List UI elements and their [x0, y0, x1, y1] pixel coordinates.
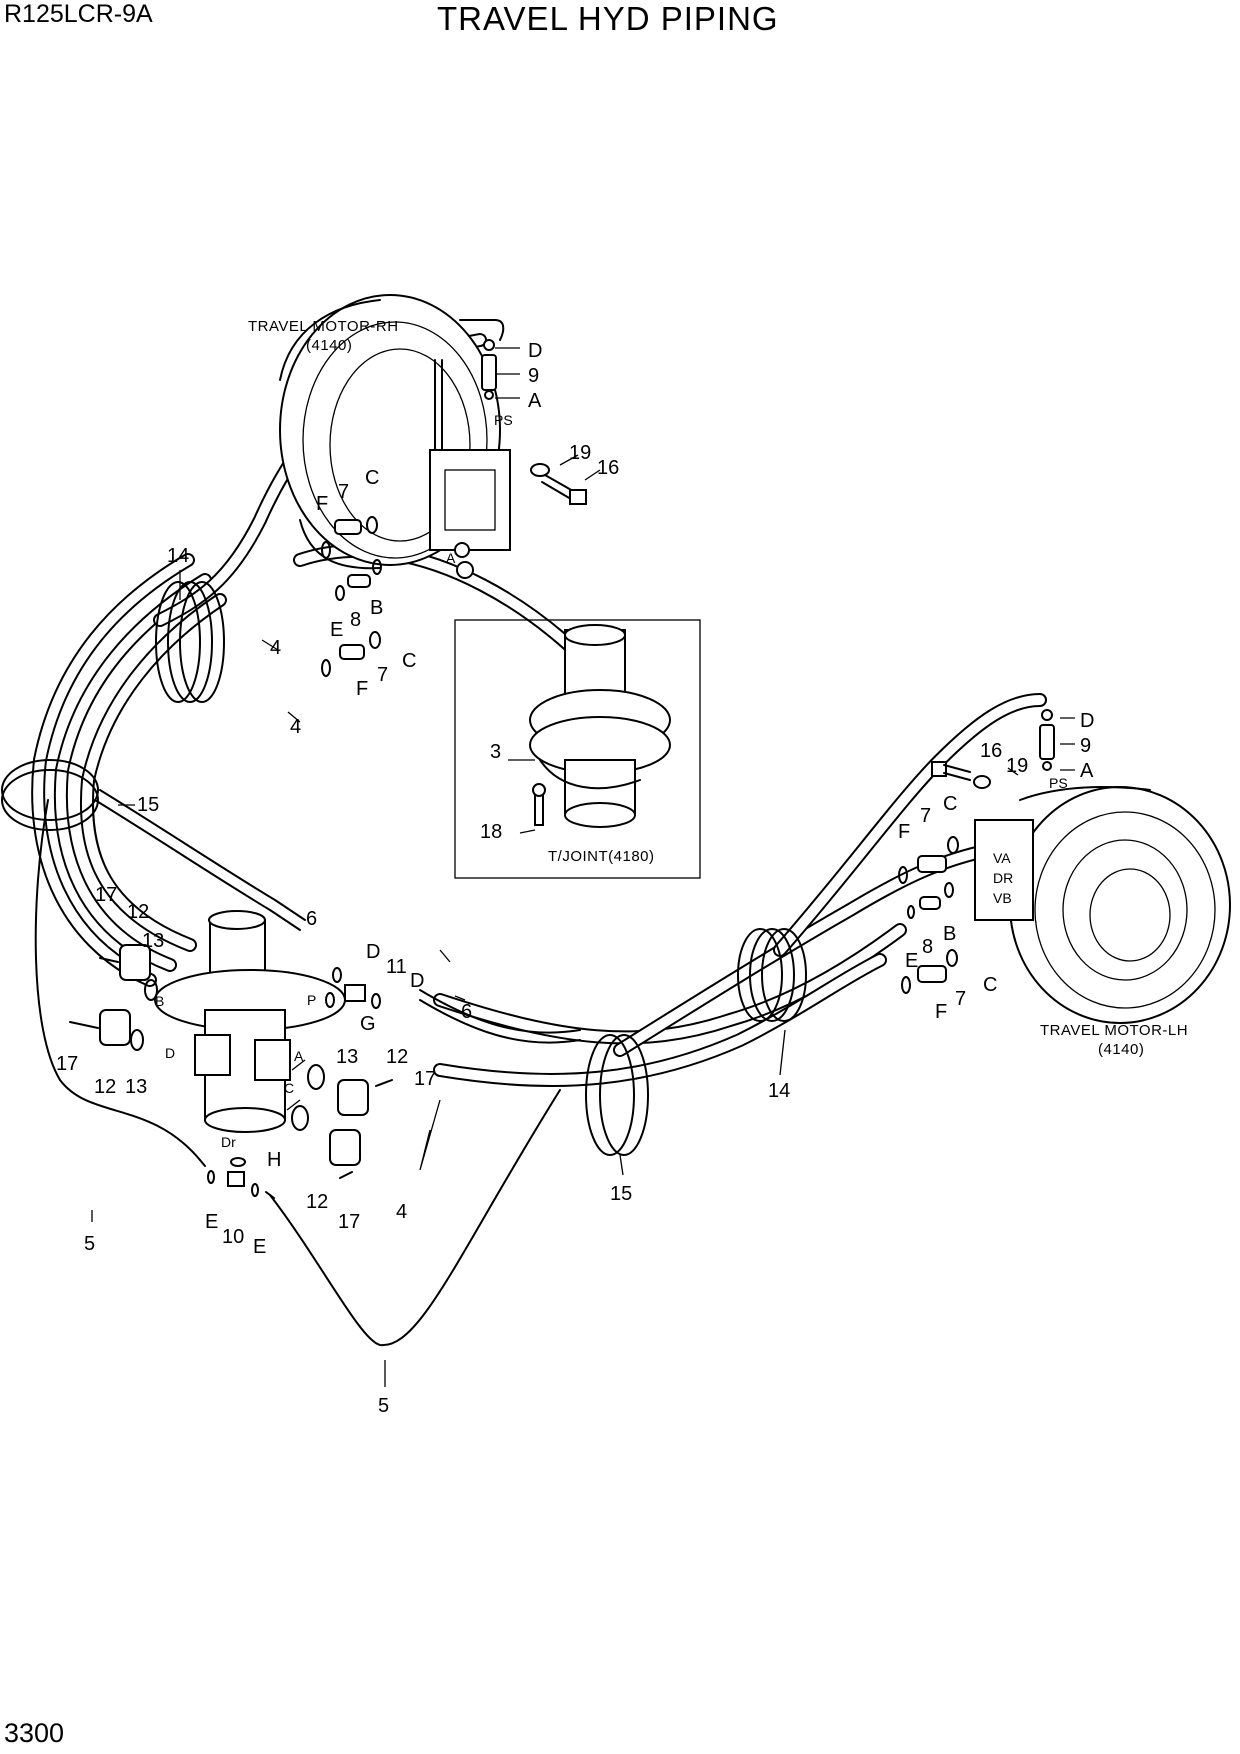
- callout-A: A: [1080, 760, 1094, 782]
- callout-G: G: [360, 1013, 376, 1035]
- travel-motor-lh: [898, 709, 1231, 1024]
- leader-lines: [91, 347, 1075, 1387]
- port-mark-a: A: [294, 1048, 304, 1064]
- drain-hose-5: [34, 799, 561, 1347]
- page-number: 3300: [4, 1718, 65, 1748]
- callout-B: B: [370, 597, 383, 619]
- callout-7: 7: [338, 481, 349, 503]
- callout-13: 13: [336, 1046, 358, 1068]
- tjoint-inset: [454, 619, 701, 879]
- callout-11: 11: [386, 956, 407, 978]
- callout-3: 3: [490, 741, 501, 763]
- callout-H: H: [267, 1149, 281, 1171]
- caption-travel-motor-rh-ref: (4140): [306, 337, 352, 354]
- port-mark-b: B: [155, 993, 164, 1009]
- callout-6: 6: [306, 908, 317, 930]
- caption-travel-motor-lh-ref: (4140): [1098, 1041, 1144, 1058]
- callout-17: 17: [56, 1053, 78, 1075]
- caption-travel-motor-lh: TRAVEL MOTOR-LH: [1040, 1022, 1188, 1039]
- callout-10: 10: [222, 1226, 244, 1248]
- clamp-band-15-left: [1, 759, 99, 831]
- callout-19: 19: [569, 442, 591, 464]
- model-number: R125LCR-9A: [4, 0, 153, 28]
- callout-4: 4: [396, 1201, 407, 1223]
- callout-8: 8: [922, 936, 933, 958]
- callout-D: D: [410, 970, 424, 992]
- callout-16: 16: [597, 457, 619, 479]
- callout-F: F: [935, 1001, 947, 1023]
- callout-9: 9: [528, 365, 539, 387]
- center-swivel-joint: [69, 910, 393, 1197]
- port-mark-lh-va: VA: [993, 850, 1011, 866]
- callout-19: 19: [1006, 755, 1028, 777]
- callout-12: 12: [386, 1046, 408, 1068]
- clamp-band-14-lh: [737, 928, 807, 1022]
- callout-8: 8: [350, 609, 361, 631]
- callout-4: 4: [270, 637, 281, 659]
- callout-labels: D 9 A 19 16 F 7 C 14 E 8 B 4 C 7 F 4 3 1…: [56, 340, 1094, 1417]
- callout-E: E: [330, 619, 343, 641]
- callout-17: 17: [95, 884, 117, 906]
- callout-7: 7: [920, 805, 931, 827]
- callout-15: 15: [610, 1183, 632, 1205]
- callout-14: 14: [167, 545, 189, 567]
- callout-5: 5: [84, 1233, 95, 1255]
- caption-travel-motor-rh: TRAVEL MOTOR-RH: [248, 318, 399, 335]
- callout-C: C: [983, 974, 997, 996]
- callout-F: F: [356, 678, 368, 700]
- callout-E: E: [905, 950, 918, 972]
- callout-D: D: [366, 941, 380, 963]
- callout-D: D: [528, 340, 542, 362]
- callout-F: F: [898, 821, 910, 843]
- callout-7: 7: [377, 664, 388, 686]
- port-mark-c: C: [284, 1080, 294, 1096]
- callout-E: E: [253, 1236, 266, 1258]
- callout-14: 14: [768, 1080, 790, 1102]
- callout-E: E: [205, 1211, 218, 1233]
- callout-13: 13: [125, 1076, 147, 1098]
- port-mark-p: P: [307, 992, 316, 1008]
- callout-6: 6: [461, 1001, 472, 1023]
- clamp-band-15-center: [585, 1034, 649, 1156]
- clamp-band-14-rh: [155, 581, 225, 703]
- port-mark-dr: Dr: [221, 1134, 236, 1150]
- caption-tjoint: T/JOINT(4180): [548, 848, 655, 865]
- callout-4: 4: [290, 716, 301, 738]
- port-mark-ps-lh: PS: [1049, 775, 1068, 791]
- hose-6: [94, 789, 581, 1044]
- callout-9: 9: [1080, 735, 1091, 757]
- port-mark-d: D: [165, 1045, 175, 1061]
- callout-B: B: [943, 923, 956, 945]
- port-mark-lh-dr: DR: [993, 870, 1013, 886]
- callout-5: 5: [378, 1395, 389, 1417]
- callout-13: 13: [142, 930, 164, 952]
- callout-12: 12: [306, 1191, 328, 1213]
- port-mark-lh-vb: VB: [993, 890, 1012, 906]
- callout-C: C: [365, 467, 379, 489]
- callout-12: 12: [127, 901, 149, 923]
- port-mark-rh-a: A: [446, 550, 456, 566]
- callout-7: 7: [955, 988, 966, 1010]
- callout-A: A: [528, 390, 542, 412]
- callout-18: 18: [480, 821, 502, 843]
- travel-motor-rh: [279, 294, 587, 677]
- callout-D: D: [1080, 710, 1094, 732]
- callout-12: 12: [94, 1076, 116, 1098]
- page-title: TRAVEL HYD PIPING: [437, 0, 779, 37]
- callout-C: C: [943, 793, 957, 815]
- callout-F: F: [316, 493, 328, 515]
- port-mark-ps-rh: PS: [494, 412, 513, 428]
- callout-17: 17: [414, 1068, 436, 1090]
- callout-C: C: [402, 650, 416, 672]
- callout-17: 17: [338, 1211, 360, 1233]
- callout-16: 16: [980, 740, 1002, 762]
- callout-15: 15: [137, 794, 159, 816]
